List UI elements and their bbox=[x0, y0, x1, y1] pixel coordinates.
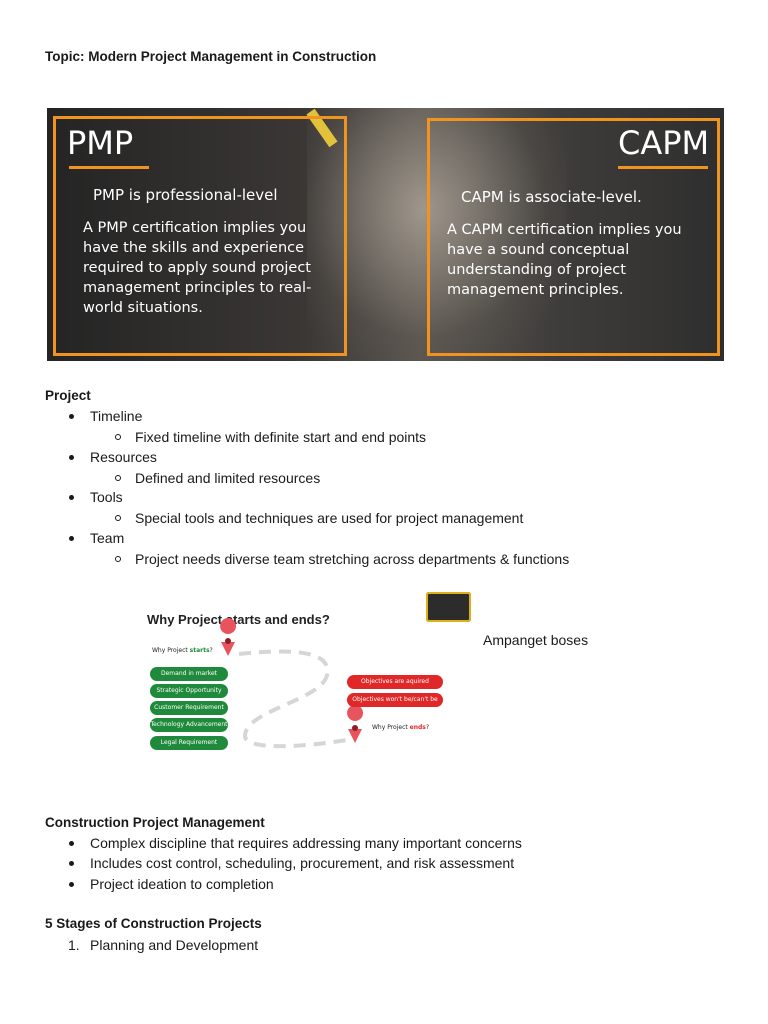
sub-bullet-icon bbox=[115, 515, 121, 521]
capm-title: CAPM bbox=[618, 124, 710, 162]
bullet-icon bbox=[69, 882, 74, 887]
pmp-description: A PMP certification implies you have the… bbox=[83, 220, 312, 316]
pmp-subtitle: PMP is professional-level bbox=[93, 186, 278, 204]
start-reason-pill: Strategic Opportunity bbox=[150, 684, 228, 698]
capm-title-underline bbox=[618, 166, 708, 169]
start-reason-pill: Customer Requirement bbox=[150, 701, 228, 715]
sub-bullet-icon bbox=[115, 475, 121, 481]
stages-heading: 5 Stages of Construction Projects bbox=[45, 916, 262, 931]
why-ends-label: Why Project ends? bbox=[372, 724, 430, 731]
list-subitem: Special tools and techniques are used fo… bbox=[135, 510, 524, 526]
list-item: Complex discipline that requires address… bbox=[90, 835, 522, 851]
list-item: Timeline bbox=[90, 408, 143, 424]
sub-bullet-icon bbox=[115, 434, 121, 440]
project-heading: Project bbox=[45, 388, 91, 403]
dashed-path bbox=[238, 649, 348, 749]
project-start-end-diagram: Why Project starts and ends? Why Project… bbox=[127, 590, 473, 780]
sub-bullet-icon bbox=[115, 556, 121, 562]
diagram-path-graphic bbox=[220, 618, 364, 749]
publisher-logo bbox=[426, 592, 471, 622]
construction-heading: Construction Project Management bbox=[45, 815, 265, 830]
bullet-icon bbox=[69, 841, 74, 846]
bullet-icon bbox=[69, 495, 74, 500]
bullet-icon bbox=[69, 414, 74, 419]
list-item: Includes cost control, scheduling, procu… bbox=[90, 855, 515, 871]
list-item: Tools bbox=[90, 489, 123, 505]
list-item: Team bbox=[90, 530, 125, 546]
start-reason-pill: Legal Requirement bbox=[150, 736, 228, 750]
pmp-title: PMP bbox=[67, 124, 134, 162]
start-reason-pill: Technology Advancement bbox=[150, 718, 228, 732]
capm-frame bbox=[427, 118, 720, 356]
end-pin-icon bbox=[347, 705, 364, 743]
pmp-frame bbox=[53, 116, 347, 356]
capm-description: A CAPM certification implies you have a … bbox=[447, 222, 682, 298]
list-number: 1. bbox=[68, 937, 80, 953]
list-subitem: Defined and limited resources bbox=[135, 470, 321, 486]
list-subitem: Fixed timeline with definite start and e… bbox=[135, 429, 427, 445]
list-item: Project ideation to completion bbox=[90, 876, 274, 892]
bullet-icon bbox=[69, 861, 74, 866]
start-pin-icon bbox=[220, 618, 237, 656]
image-caption: Ampanget boses bbox=[483, 632, 589, 648]
start-reason-pill: Demand in market bbox=[150, 667, 228, 681]
certification-banner: PMP PMP is professional-level A PMP cert… bbox=[47, 108, 724, 361]
list-item: Planning and Development bbox=[90, 937, 259, 953]
bullet-icon bbox=[69, 536, 74, 541]
bullet-icon bbox=[69, 455, 74, 460]
why-starts-label: Why Project starts? bbox=[152, 647, 213, 654]
banner-background-photo bbox=[307, 108, 567, 361]
page-topic: Topic: Modern Project Management in Cons… bbox=[45, 49, 377, 64]
list-subitem: Project needs diverse team stretching ac… bbox=[135, 551, 570, 567]
diagram-title: Why Project starts and ends? bbox=[147, 612, 330, 627]
list-item: Resources bbox=[90, 449, 157, 465]
capm-subtitle: CAPM is associate-level. bbox=[461, 188, 642, 206]
pmp-title-underline bbox=[69, 166, 149, 169]
end-reason-pill: Objectives are aquired bbox=[347, 675, 443, 689]
end-reason-pill: Objectives won't be/can't be met bbox=[347, 693, 443, 717]
